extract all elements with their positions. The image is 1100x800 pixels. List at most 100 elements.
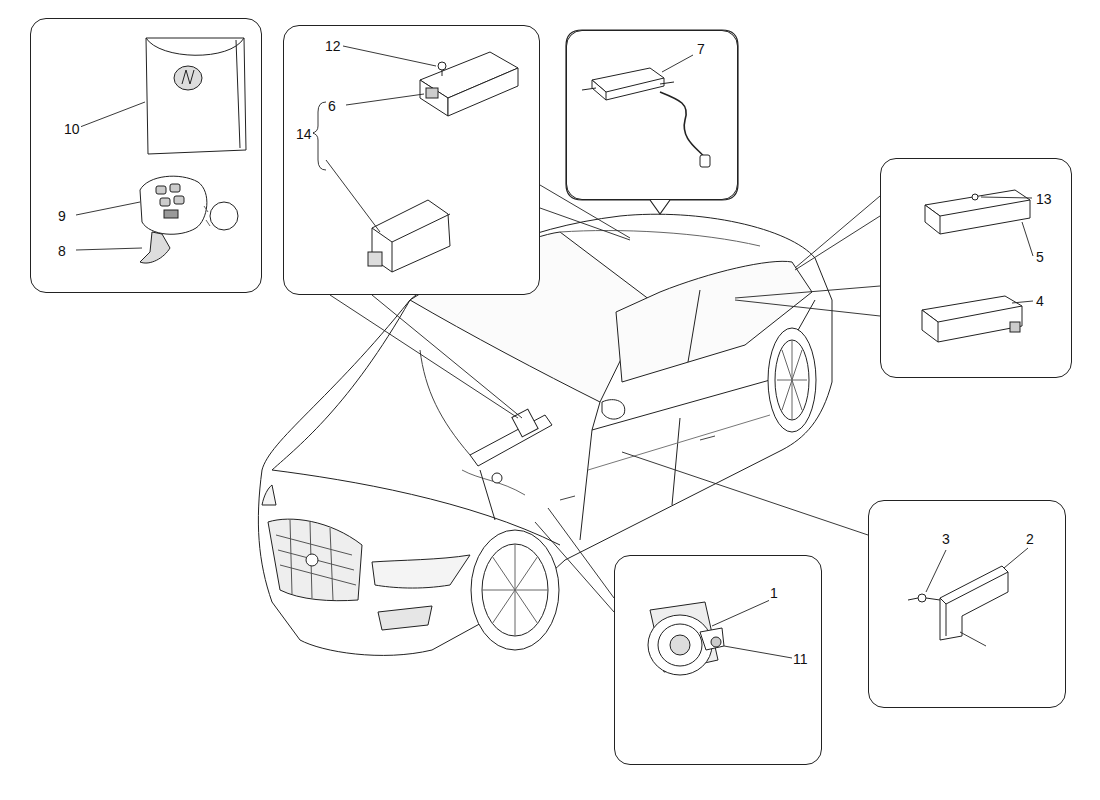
- steering-column: [420, 350, 552, 520]
- callout-panel: 13 5 4: [880, 158, 1072, 378]
- key-fob: [140, 176, 207, 234]
- wheels: [482, 544, 548, 636]
- receiver-modules: [922, 310, 938, 342]
- callout-number: 14: [295, 126, 313, 142]
- door-mirror: [602, 400, 625, 419]
- callout-number: 7: [696, 41, 706, 57]
- wheels: [777, 340, 807, 420]
- car-body: [588, 415, 770, 470]
- alarm-siren: [712, 600, 792, 658]
- number-leaders-top: [76, 46, 436, 250]
- callout-number: 5: [1035, 249, 1045, 265]
- key-fob: [156, 186, 166, 194]
- wheels: [768, 328, 816, 432]
- key-fob: [140, 176, 238, 263]
- wheels: [482, 544, 548, 636]
- callout-number: 4: [1035, 293, 1045, 309]
- callout-number: 3: [941, 531, 951, 547]
- car-body: [462, 470, 525, 495]
- panel-grounds: [566, 30, 738, 214]
- receiver-modules: [922, 296, 1022, 322]
- key-fob: [174, 196, 184, 204]
- antenna: [582, 55, 710, 167]
- receiver-modules: [925, 190, 1030, 216]
- callout-number: 2: [1025, 531, 1035, 547]
- number-leaders-top: [80, 102, 145, 127]
- grille: [306, 554, 318, 566]
- control-module: [438, 62, 446, 70]
- callout-number: 9: [57, 208, 67, 224]
- steering-lock-module: [372, 214, 450, 272]
- sensor-bracket: [926, 548, 1028, 646]
- callout-number: 8: [57, 243, 67, 259]
- panel-grounds: [880, 158, 1072, 378]
- callout-number: 1: [769, 585, 779, 601]
- callout-panel: 1098: [30, 18, 262, 293]
- number-leaders-top: [343, 46, 436, 66]
- sensor-bracket: [908, 598, 940, 600]
- steering-column: [420, 350, 470, 455]
- key-fob: [140, 232, 170, 263]
- panel-leader-lines: [795, 196, 880, 270]
- car-body: [592, 300, 815, 430]
- grille: [268, 519, 362, 601]
- document-wallet: [236, 40, 240, 148]
- sensor-bracket: [940, 566, 1008, 640]
- receiver-modules: [938, 306, 1022, 342]
- steering-column: [492, 473, 502, 483]
- headlights: [372, 555, 470, 588]
- headlights: [378, 606, 432, 630]
- document-wallet: [174, 66, 202, 90]
- panel-grounds: [30, 18, 1072, 765]
- grille: [276, 520, 356, 600]
- callout-panel: 32: [868, 500, 1066, 708]
- headlights: [262, 485, 276, 505]
- callout-panel: 111: [614, 555, 822, 765]
- receiver-modules: [981, 197, 1033, 256]
- panel-leader-lines: [330, 185, 880, 612]
- receiver-modules: [922, 190, 1033, 342]
- document-wallet: [146, 38, 244, 55]
- number-leaders-top: [326, 160, 380, 232]
- key-fob: [164, 210, 178, 218]
- callout-number: 13: [1035, 191, 1053, 207]
- antenna: [592, 80, 606, 100]
- receiver-modules: [1010, 322, 1020, 332]
- number-leaders-top: [76, 248, 142, 250]
- panel-leader-lines: [535, 508, 614, 612]
- wheels: [471, 530, 559, 650]
- sensor-bracket: [918, 594, 926, 602]
- number-leaders-top: [76, 202, 140, 215]
- document-wallet: [146, 38, 246, 154]
- car-body: [688, 290, 700, 362]
- panel-grounds: [30, 18, 262, 293]
- callout-number: 11: [792, 651, 809, 667]
- control-module: [448, 68, 518, 116]
- car-body: [560, 231, 760, 246]
- callout-panel: 12614: [283, 25, 540, 295]
- panel-leader-lines: [330, 295, 522, 418]
- alarm-siren: [648, 615, 712, 675]
- door-mirror: [560, 436, 715, 500]
- control-module: [442, 70, 443, 76]
- door-mirror: [560, 400, 715, 500]
- car-body: [580, 402, 600, 540]
- receiver-modules: [925, 205, 940, 234]
- panel-leader-lines: [540, 185, 630, 240]
- alarm-siren: [711, 637, 721, 647]
- callout-panel: 7: [566, 30, 738, 200]
- steering-lock-module: [372, 200, 450, 272]
- panel-leader-lines: [735, 286, 880, 316]
- key-fob: [204, 206, 210, 226]
- callout-number: 12: [324, 38, 342, 54]
- sensor-bracket: [940, 572, 1008, 636]
- headlights: [262, 485, 470, 630]
- steering-column: [470, 415, 552, 466]
- antenna: [582, 82, 674, 90]
- control-module: [420, 80, 448, 116]
- alarm-siren: [658, 624, 702, 666]
- document-wallet: [182, 70, 194, 84]
- key-fob: [210, 202, 238, 230]
